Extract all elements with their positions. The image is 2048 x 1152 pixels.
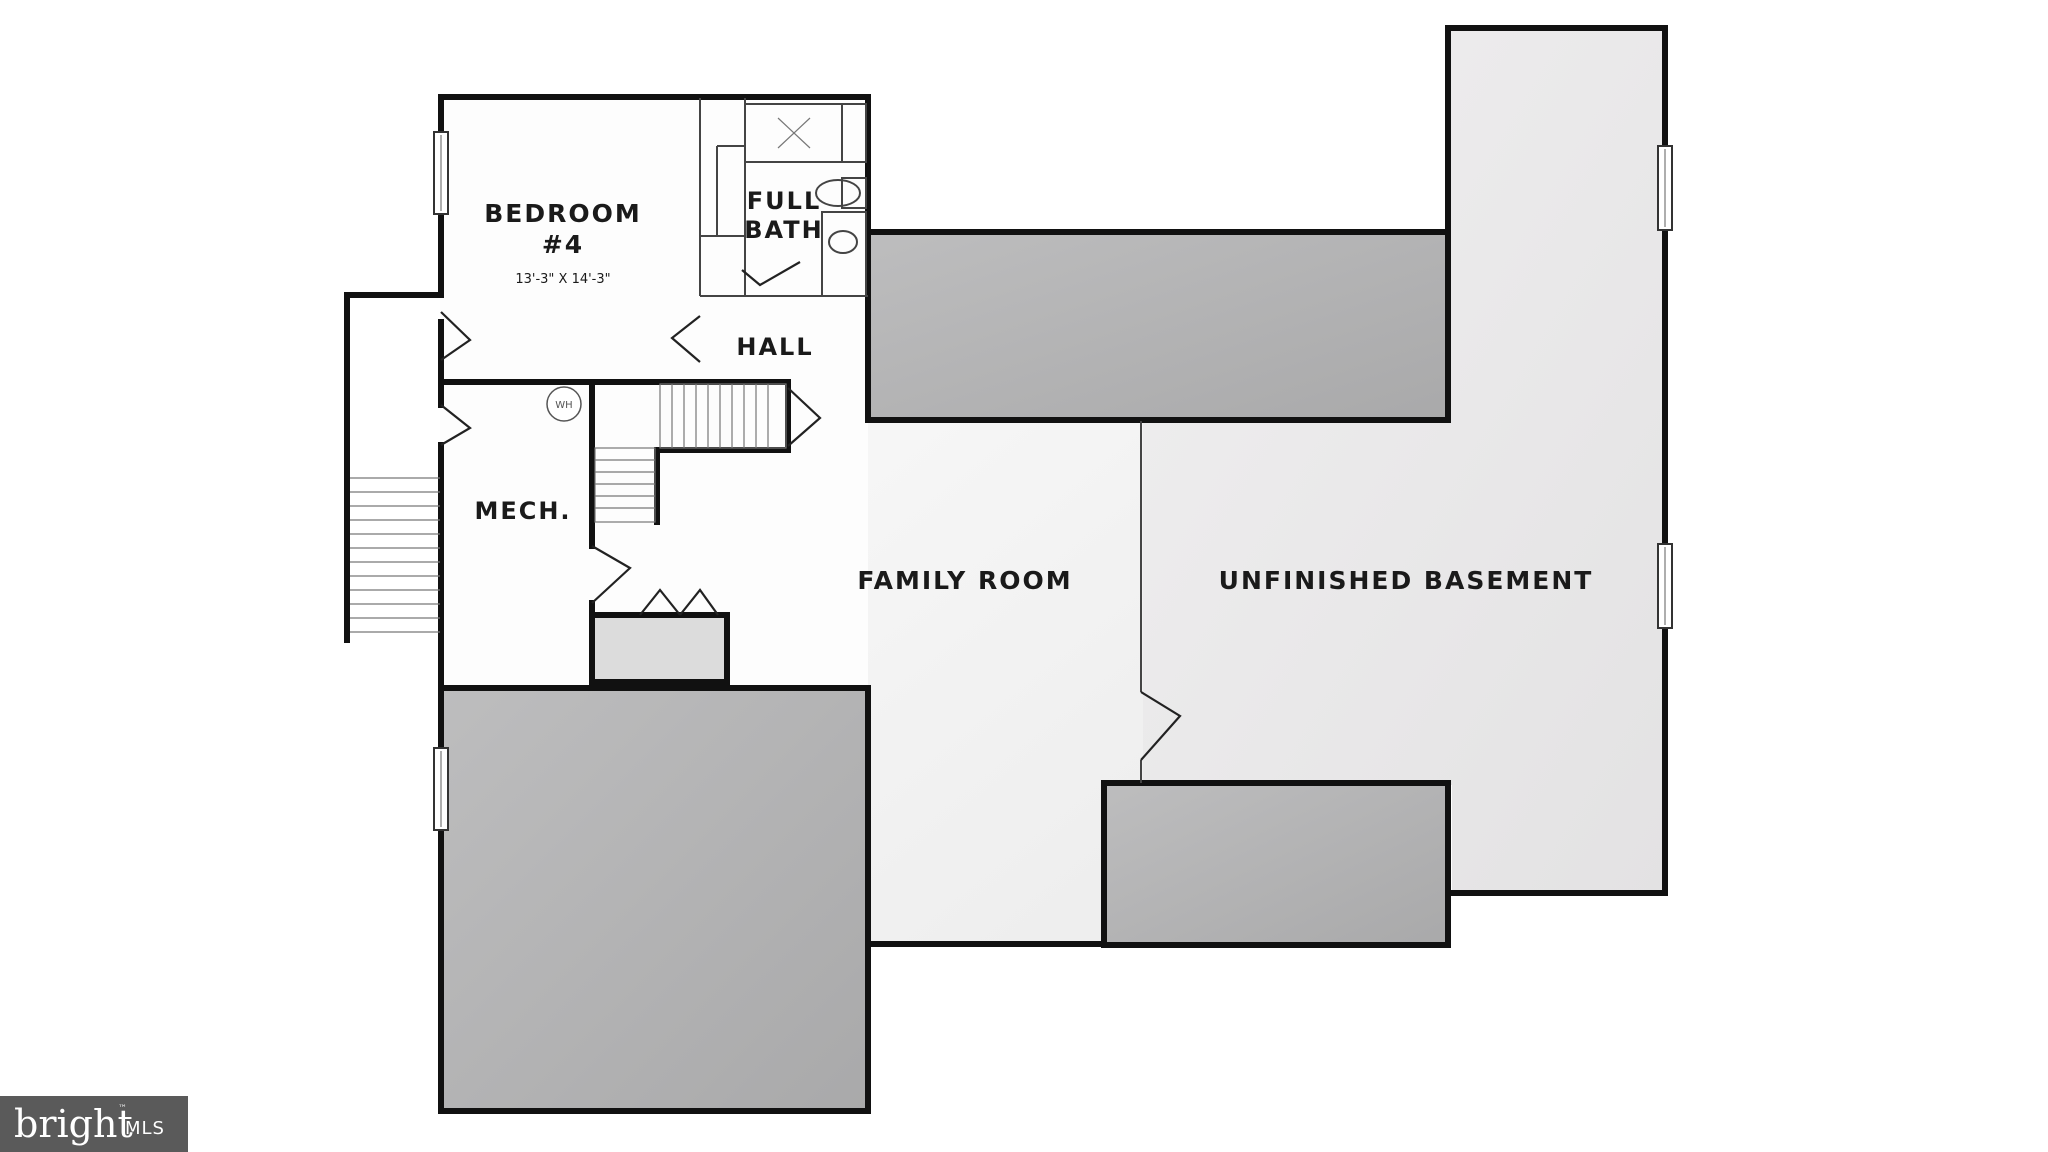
full-bath-label-line1: FULL: [747, 187, 821, 215]
stairs-exterior: [350, 477, 440, 633]
unfinished-basement-floor: [1143, 28, 1665, 893]
bath-fixtures: [700, 103, 867, 297]
full-bath-label-line2: BATH: [744, 216, 823, 244]
watermark-trademark: ™: [118, 1104, 127, 1114]
upper-left-floor: [440, 97, 868, 689]
windows: [433, 131, 1673, 831]
water-heater-symbol: WH: [546, 386, 582, 422]
bedroom-label-line1: BEDROOM: [484, 199, 642, 228]
doors: [440, 261, 1182, 761]
unfinished-basement-label: UNFINISHED BASEMENT: [1219, 566, 1594, 595]
excluded-area-lower-right: [1104, 783, 1450, 945]
mech-label: MECH.: [474, 497, 571, 525]
exterior-walls: [344, 25, 1668, 1114]
hall-label: HALL: [736, 333, 813, 361]
family-room-label: FAMILY ROOM: [857, 566, 1072, 595]
closet-floor: [592, 615, 726, 682]
excluded-area-top: [868, 232, 1448, 420]
bedroom-dimensions: 13'-3" X 14'-3": [515, 272, 610, 287]
stairs-center: [594, 383, 787, 523]
bedroom-label-line2: #4: [542, 230, 584, 259]
water-heater-label: WH: [555, 400, 572, 411]
mls-watermark: bright ™ MLS: [0, 1096, 188, 1152]
watermark-brand: bright: [14, 1102, 133, 1146]
watermark-suffix: MLS: [125, 1118, 165, 1139]
excluded-area-lower-left: [442, 688, 868, 1112]
